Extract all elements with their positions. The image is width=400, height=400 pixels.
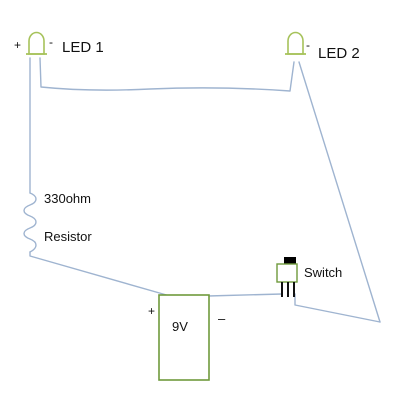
- led-2-minus-sign: -: [306, 38, 310, 52]
- led-1-label: LED 1: [62, 39, 104, 56]
- resistor-value-label: 330ohm: [44, 191, 91, 206]
- resistor-coil: [23, 192, 37, 253]
- switch-cap: [284, 257, 296, 264]
- switch: [276, 257, 298, 297]
- led-1: [26, 31, 47, 55]
- wire-battery-switch: [207, 293, 283, 297]
- led-2: [285, 31, 306, 55]
- wires: [29, 57, 381, 323]
- switch-label: Switch: [304, 265, 342, 280]
- switch-body: [276, 263, 298, 283]
- wire-switch-down: [294, 293, 381, 323]
- resistor-name-label: Resistor: [44, 229, 92, 244]
- led-1-minus-sign: -: [49, 35, 53, 49]
- wire-resistor-battery: [29, 251, 171, 297]
- wire-led1-led2-top: [39, 57, 295, 92]
- battery-label: 9V: [172, 319, 188, 334]
- wire-led2-return: [298, 61, 381, 323]
- led-1-plus-sign: +: [14, 38, 21, 52]
- led-2-body: [287, 31, 304, 55]
- led-1-body: [28, 31, 45, 55]
- battery-plus-sign: +: [148, 304, 155, 318]
- battery-minus-sign: –: [218, 311, 226, 326]
- led-2-label: LED 2: [318, 45, 360, 62]
- battery: [158, 294, 210, 381]
